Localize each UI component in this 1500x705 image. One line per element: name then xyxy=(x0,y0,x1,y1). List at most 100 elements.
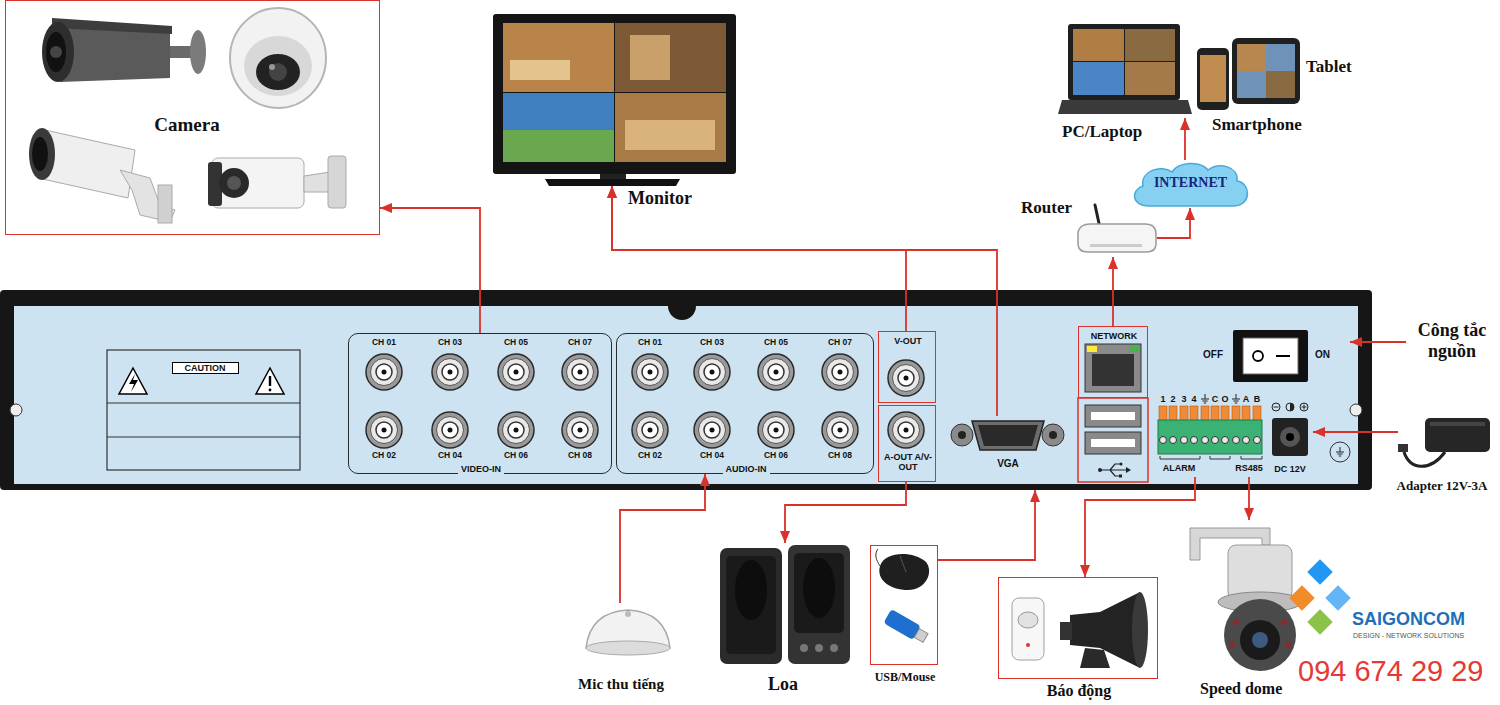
mouse-usb-picture xyxy=(900,556,906,572)
rocker-switch xyxy=(1233,330,1308,382)
usb-ports xyxy=(1120,463,1123,466)
monitor-picture xyxy=(630,35,670,80)
usb-ports xyxy=(1126,467,1131,473)
rs485-terminal: RS485 xyxy=(1231,461,1267,477)
monitor-picture xyxy=(545,179,680,186)
microphone: Mic thu tiếng xyxy=(583,603,675,663)
dome-camera xyxy=(230,8,326,108)
adapter-picture xyxy=(1430,422,1485,426)
vga-connector xyxy=(951,424,973,446)
dvr-panel-body xyxy=(668,306,696,320)
monitor-picture xyxy=(503,130,614,162)
channel-label: CH 04 xyxy=(438,451,462,461)
v-out-port: V-OUT xyxy=(878,331,936,403)
speed-dome: Speed dome xyxy=(1185,520,1310,678)
node-label: Camera xyxy=(154,114,219,136)
channel-label: CH 03 xyxy=(700,338,724,348)
dvr-panel-body xyxy=(1350,404,1362,416)
dc-jack xyxy=(1286,403,1294,411)
dome-camera xyxy=(230,8,326,108)
channel-label: CH 01 xyxy=(372,338,396,348)
monitor-picture xyxy=(493,14,736,174)
terminal-block xyxy=(1170,437,1177,444)
power-switch: OFF ON xyxy=(1200,328,1350,384)
speed-dome-picture xyxy=(1233,619,1239,625)
terminal-block xyxy=(1222,437,1229,444)
laptop-picture xyxy=(1058,24,1192,114)
dc-jack xyxy=(1274,407,1279,408)
bnc-ports xyxy=(498,412,534,448)
caution-plate xyxy=(107,403,300,404)
dc-jack xyxy=(1280,427,1300,447)
alarm-box: Báo động xyxy=(998,577,1158,679)
terminal-block xyxy=(1254,437,1261,444)
node-label: Loa xyxy=(768,674,798,695)
box-camera xyxy=(328,156,346,208)
adapter-picture xyxy=(1398,418,1490,466)
tablet: Tablet xyxy=(1232,36,1302,106)
vga-connector xyxy=(1042,424,1064,446)
terminal-block xyxy=(1202,437,1209,444)
bullet-camera-dark xyxy=(46,32,66,72)
adapter-picture xyxy=(1425,418,1490,452)
terminal-block xyxy=(1232,394,1240,403)
monitor-picture xyxy=(625,120,715,150)
bnc-ports xyxy=(632,412,668,448)
monitor-picture xyxy=(503,23,614,92)
microphone-picture xyxy=(625,611,631,617)
pin-label: 4 xyxy=(1191,394,1196,404)
bnc-ports xyxy=(498,354,534,390)
monitor-picture xyxy=(510,60,570,80)
bullet-camera-dark xyxy=(42,18,206,82)
node-label: OFF xyxy=(1203,349,1223,361)
usb-ports xyxy=(1091,439,1135,447)
node-label: Monitor xyxy=(628,188,692,209)
vga-connector xyxy=(958,431,966,439)
router: Router xyxy=(1075,203,1157,257)
channel-label: CH 08 xyxy=(568,451,592,461)
caution-plate xyxy=(107,350,300,470)
dc-jack xyxy=(1272,418,1308,456)
connector-arrow xyxy=(1112,257,1114,326)
speakers-picture xyxy=(800,644,808,652)
router-picture xyxy=(1090,244,1142,247)
bullet-camera-white xyxy=(29,128,55,180)
node-label: NETWORK xyxy=(1091,331,1138,341)
node-label: ON xyxy=(1315,349,1330,361)
bnc-ports xyxy=(366,354,924,448)
bullet-camera-dark xyxy=(52,18,172,34)
node-label: V-OUT xyxy=(894,336,922,346)
node-label: Speed dome xyxy=(1200,680,1282,698)
speed-dome-picture xyxy=(1224,599,1296,671)
mouse-usb-picture xyxy=(876,549,930,645)
pin-label: A xyxy=(1243,394,1250,404)
smartphone-picture xyxy=(1197,48,1229,110)
vga-connector xyxy=(972,421,1044,450)
node-label: Smartphone xyxy=(1212,115,1302,135)
terminal-block xyxy=(1241,456,1262,459)
terminal-block xyxy=(1243,437,1250,444)
speakers-picture xyxy=(830,644,838,652)
laptop-picture xyxy=(1125,29,1175,61)
laptop-picture xyxy=(1058,100,1192,114)
vga-connector xyxy=(978,425,1038,446)
dvr-panel-body xyxy=(0,290,1372,490)
bnc-ports xyxy=(432,412,468,448)
brand-logo xyxy=(1289,559,1350,634)
speed-dome-picture xyxy=(1229,642,1235,648)
terminal-block xyxy=(1191,437,1198,444)
bullet-camera-dark xyxy=(170,46,192,58)
bullet-camera-white xyxy=(120,170,175,222)
dome-camera xyxy=(269,63,287,81)
bnc-ports xyxy=(366,354,402,390)
bnc-ports xyxy=(758,354,794,390)
channel-label: CH 02 xyxy=(638,451,662,461)
rj45-socket xyxy=(1087,346,1097,352)
speakers-picture xyxy=(720,548,782,664)
laptop-picture xyxy=(1073,29,1124,61)
monitor: Monitor xyxy=(493,14,736,186)
speed-dome-picture xyxy=(1252,632,1268,648)
a-out-port: A-OUT A/V-OUT xyxy=(878,405,936,482)
pin-label: C xyxy=(1212,394,1219,404)
